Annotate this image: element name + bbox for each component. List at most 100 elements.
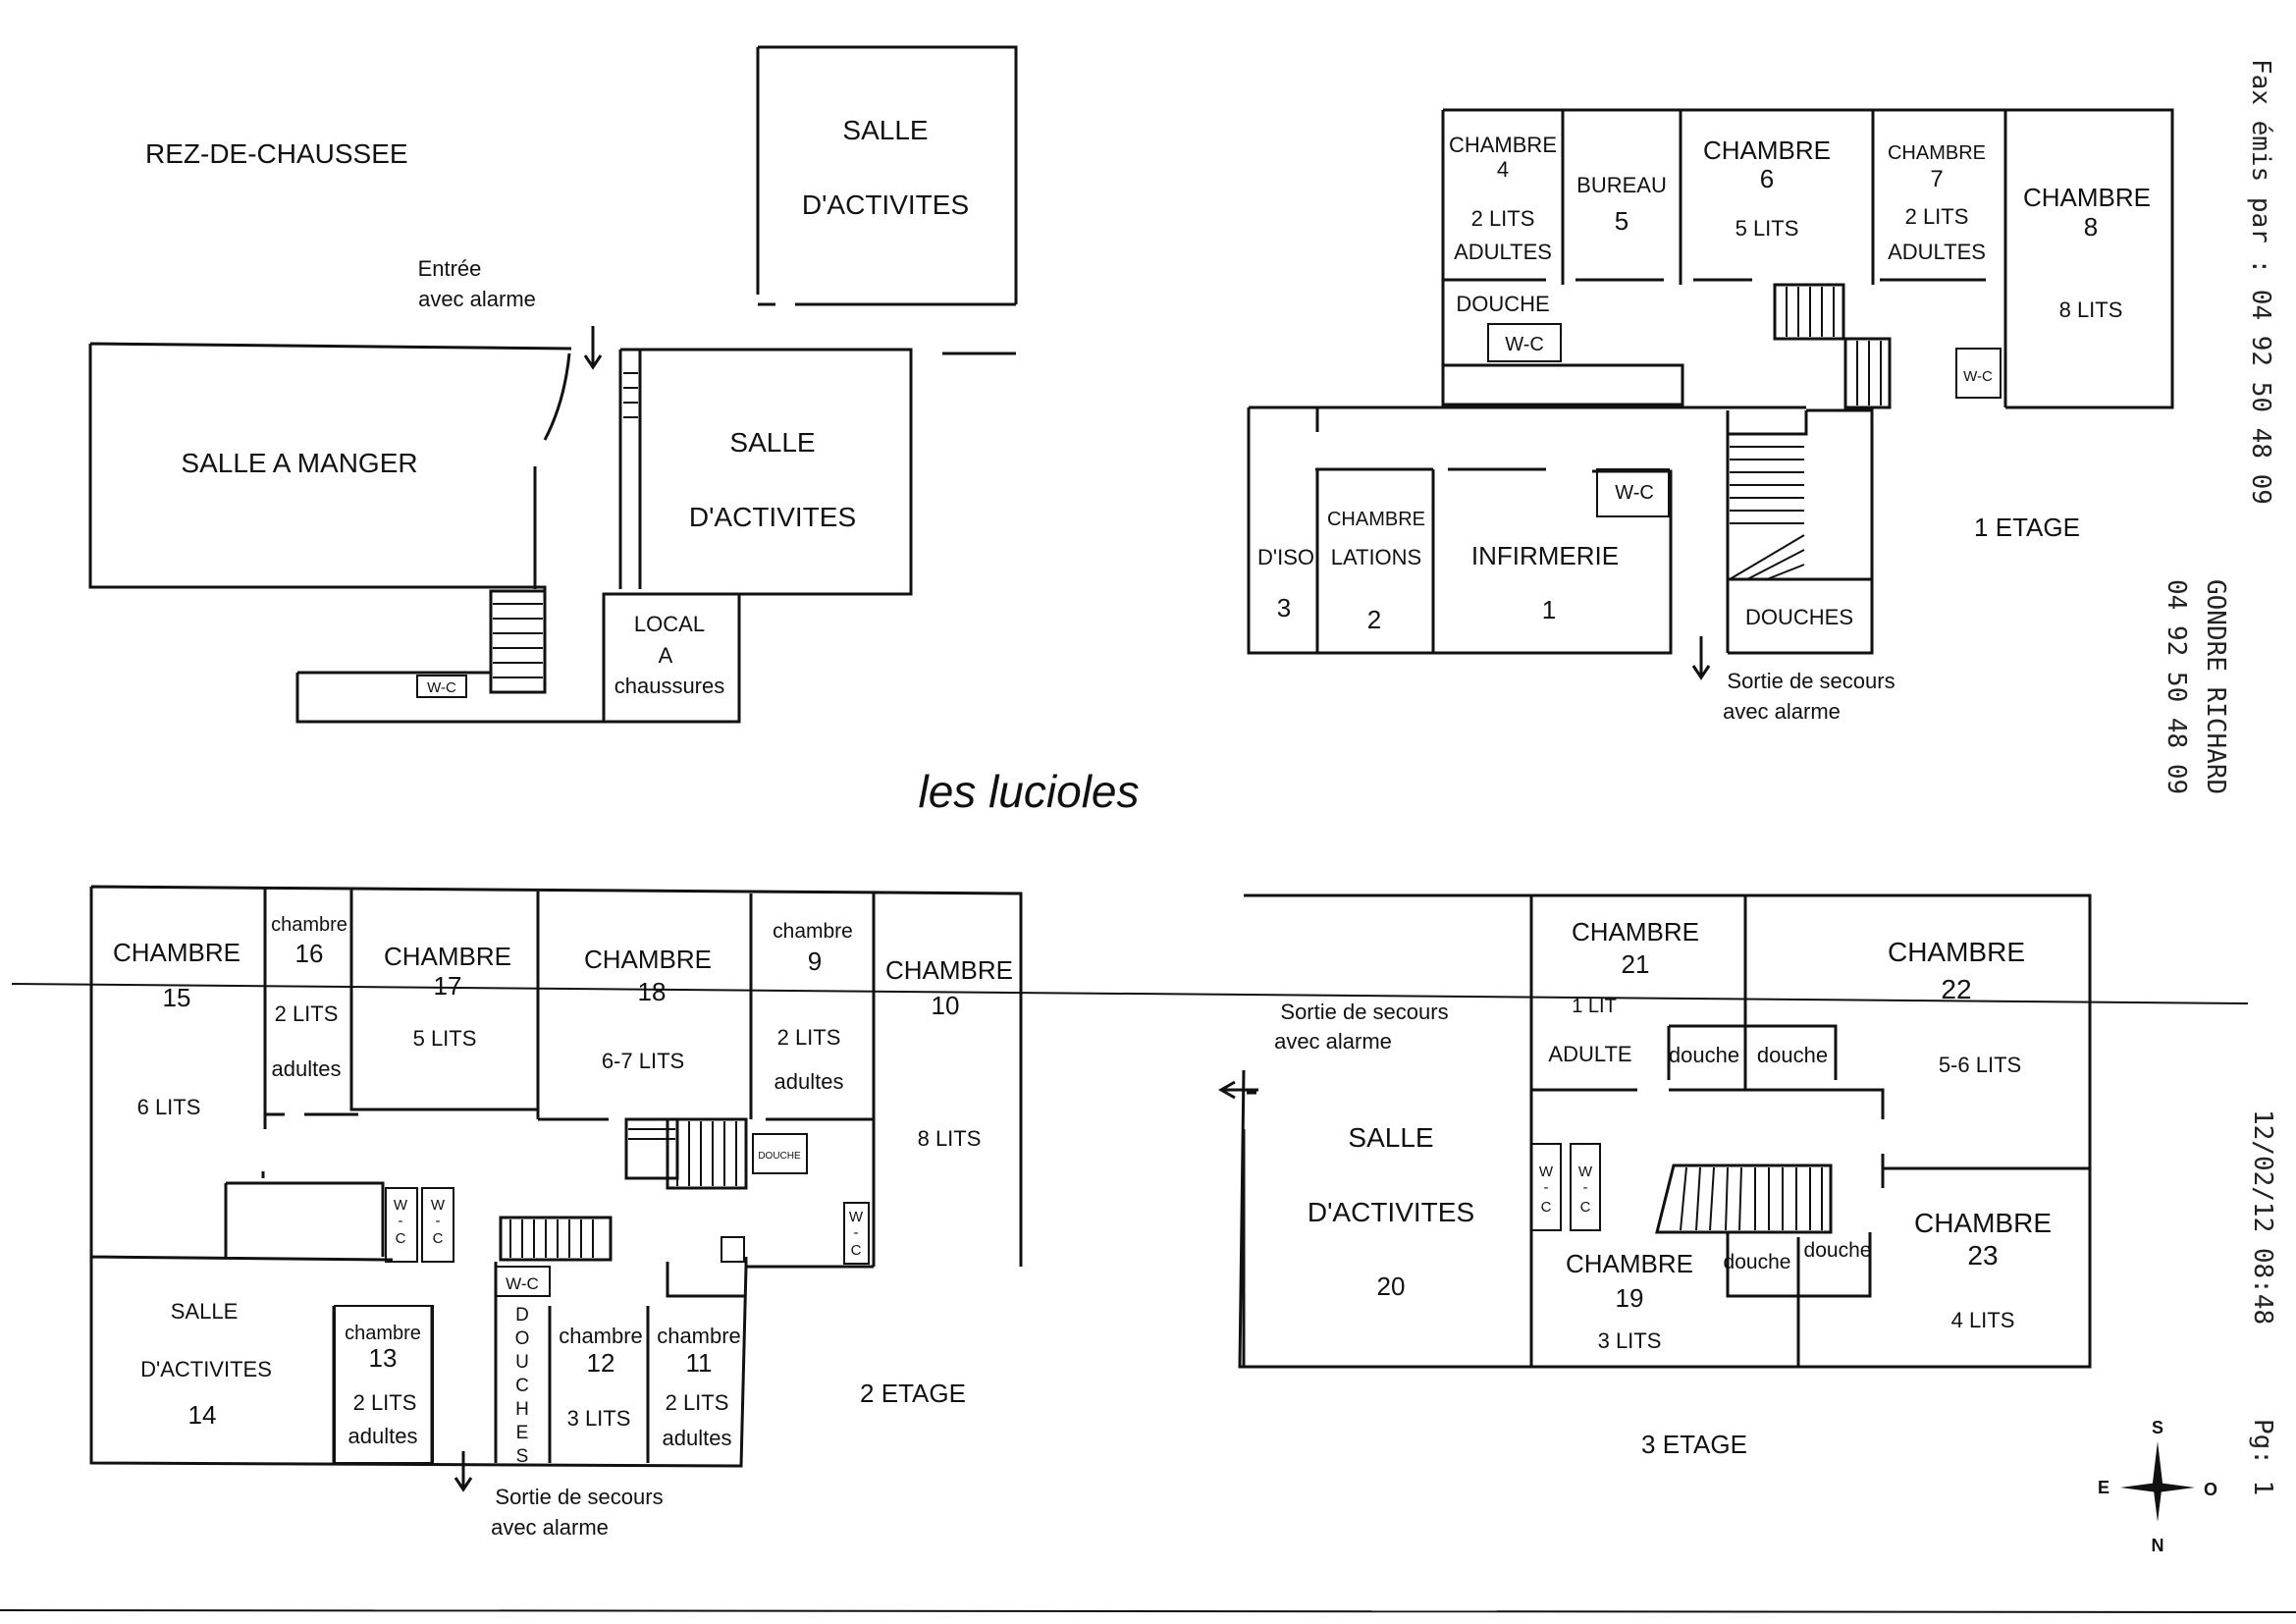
f2-r15-line3: 6 LITS xyxy=(137,1095,201,1119)
ground-shoes-line1: LOCAL xyxy=(634,612,705,636)
ground-shoes-line2: A xyxy=(659,643,673,668)
f3-r21-line3: 1 LIT xyxy=(1572,996,1617,1017)
f2-r13-line2: 13 xyxy=(369,1343,398,1373)
ground-floor-title: REZ-DE-CHAUSSEE xyxy=(145,138,408,169)
f3-wc-vertical-labels: W - C W - C xyxy=(1539,1164,1593,1216)
f2-r14-line3: 14 xyxy=(188,1400,217,1430)
f2-r10-line2: 10 xyxy=(932,991,960,1020)
f2-r18-line1: CHAMBRE xyxy=(584,945,712,974)
f1-isolation-line1: CHAMBRE xyxy=(1327,509,1425,530)
f2-exit-line1: Sortie de secours xyxy=(495,1485,663,1509)
f2-r10-line3: 8 LITS xyxy=(918,1126,982,1151)
f1-r4-line3: 2 LITS xyxy=(1471,206,1535,231)
f3-r23-line1: CHAMBRE xyxy=(1914,1208,2052,1238)
f2-wc3-w: W xyxy=(849,1209,864,1225)
f2-r9-line1: chambre xyxy=(773,920,853,943)
f2-wc3-dash: - xyxy=(854,1224,859,1241)
fax-sender-name: GONDRE RICHARD xyxy=(2201,579,2230,795)
f1-exit-line2: avec alarme xyxy=(1723,699,1841,724)
f2-r17-line3: 5 LITS xyxy=(413,1026,477,1051)
f2-wc-vertical-labels: W - C W - C W - C xyxy=(394,1197,864,1259)
f3-douche-3: douche xyxy=(1724,1251,1791,1273)
f3-wc2-w: W xyxy=(1578,1164,1593,1180)
f3-douche-2: douche xyxy=(1757,1043,1828,1067)
f3-r21-line1: CHAMBRE xyxy=(1572,917,1699,947)
f1-isolation-line2b: LATIONS xyxy=(1331,545,1422,569)
f3-title: 3 ETAGE xyxy=(1641,1430,1747,1459)
f2-douches-c: C xyxy=(515,1376,529,1396)
f3-douche-1: douche xyxy=(1669,1043,1739,1067)
f1-douche-label: DOUCHE xyxy=(1456,292,1549,316)
f2-r15-line1: CHAMBRE xyxy=(113,938,240,967)
f1-isolation-line2a: D'ISO xyxy=(1257,545,1314,569)
compass-needle-horizontal xyxy=(2120,1483,2195,1492)
f1-r7-line4: ADULTES xyxy=(1888,240,1986,264)
ground-entrance-line2: avec alarme xyxy=(418,287,536,311)
ground-floor-plan: REZ-DE-CHAUSSEE SALLE D'ACTIVITES Entrée… xyxy=(88,45,1018,724)
f3-wc2-dash: - xyxy=(1583,1179,1588,1196)
f1-isolation-2: 2 xyxy=(1367,605,1381,634)
f1-r6-line2: 6 xyxy=(1760,164,1774,193)
f1-r8-line1: CHAMBRE xyxy=(2023,183,2151,212)
f1-bureau-line1: BUREAU xyxy=(1576,173,1667,197)
f1-infirmerie-line1: INFIRMERIE xyxy=(1471,541,1619,570)
fax-sent-by: Fax émis par : 04 92 50 48 09 xyxy=(2246,59,2275,505)
f3-wc1-dash: - xyxy=(1544,1179,1549,1196)
f2-douches-e: E xyxy=(516,1423,529,1443)
ground-shoes-line3: chaussures xyxy=(614,674,725,698)
f3-wc1-w: W xyxy=(1539,1164,1554,1180)
fax-sender-number: 04 92 50 48 09 xyxy=(2162,579,2191,795)
ground-activities-mid-line2: D'ACTIVITES xyxy=(689,502,856,532)
f3-r22-line3: 5-6 LITS xyxy=(1939,1053,2021,1077)
f3-exit-line2: avec alarme xyxy=(1274,1029,1392,1054)
ground-dining-label: SALLE A MANGER xyxy=(181,448,417,478)
f1-wc-infirm-label: W-C xyxy=(1615,482,1654,504)
f3-r20-line1: SALLE xyxy=(1348,1122,1433,1153)
f2-wc-label: W-C xyxy=(506,1274,539,1293)
compass-east: E xyxy=(2098,1478,2109,1497)
f2-r9-line3: 2 LITS xyxy=(777,1025,841,1050)
compass-needle-vertical xyxy=(2153,1441,2163,1522)
f2-douches-o: O xyxy=(515,1328,530,1349)
f2-r16-line2: 16 xyxy=(295,939,324,968)
f2-r9-line4: adultes xyxy=(774,1069,844,1094)
f2-r10-line1: CHAMBRE xyxy=(885,955,1013,985)
f3-r23-line2: 23 xyxy=(1967,1240,1998,1271)
f3-exit-line1: Sortie de secours xyxy=(1280,1000,1448,1024)
f1-exit-line1: Sortie de secours xyxy=(1727,669,1895,693)
f2-douches-s: S xyxy=(516,1446,529,1467)
f3-wc1-c: C xyxy=(1541,1199,1552,1216)
f1-r6-line1: CHAMBRE xyxy=(1703,135,1831,165)
f2-wc3-c: C xyxy=(851,1242,862,1259)
f1-douches-label: DOUCHES xyxy=(1745,605,1853,629)
f2-r11-line1: chambre xyxy=(657,1324,741,1348)
ground-activities-mid-line1: SALLE xyxy=(729,427,815,458)
ground-activities-top-line1: SALLE xyxy=(842,115,928,145)
f2-wc1-w: W xyxy=(394,1197,408,1214)
f2-wc1-c: C xyxy=(396,1230,406,1247)
f1-r4-line4: ADULTES xyxy=(1454,240,1552,264)
f1-wc-label: W-C xyxy=(1505,334,1544,355)
fax-page: Pg: 1 xyxy=(2248,1419,2277,1496)
first-floor-plan: CHAMBRE 4 2 LITS ADULTES BUREAU 5 CHAMBR… xyxy=(1247,108,2174,724)
f2-r16-line3: 2 LITS xyxy=(275,1001,339,1026)
ground-activities-top-line2: D'ACTIVITES xyxy=(802,189,969,220)
f1-r4-line1: CHAMBRE xyxy=(1449,133,1557,157)
f1-r6-line3: 5 LITS xyxy=(1735,216,1799,241)
f3-r20-line3: 20 xyxy=(1377,1272,1406,1301)
f1-wc-small-label: W-C xyxy=(1963,368,1993,385)
f2-title: 2 ETAGE xyxy=(860,1379,966,1408)
f2-douches-u: U xyxy=(515,1352,529,1373)
ground-entrance-line1: Entrée xyxy=(418,256,482,281)
f3-douche-4: douche xyxy=(1804,1239,1872,1262)
f3-r19-line1: CHAMBRE xyxy=(1566,1249,1693,1278)
compass-north: N xyxy=(2152,1536,2164,1555)
f2-douche-small-label: DOUCHE xyxy=(758,1151,801,1162)
f1-isolation-3: 3 xyxy=(1277,593,1291,623)
f2-exit-line2: avec alarme xyxy=(491,1515,609,1540)
f1-infirmerie-line2: 1 xyxy=(1542,595,1556,624)
ground-wc-label: W-C xyxy=(427,679,456,696)
f3-r19-line2: 19 xyxy=(1616,1283,1644,1313)
second-floor-plan: DOUCHE W-C CHAMBRE 15 6 LITS chambre 16 … xyxy=(89,885,1023,1540)
f2-r13-line1: chambre xyxy=(345,1323,421,1344)
